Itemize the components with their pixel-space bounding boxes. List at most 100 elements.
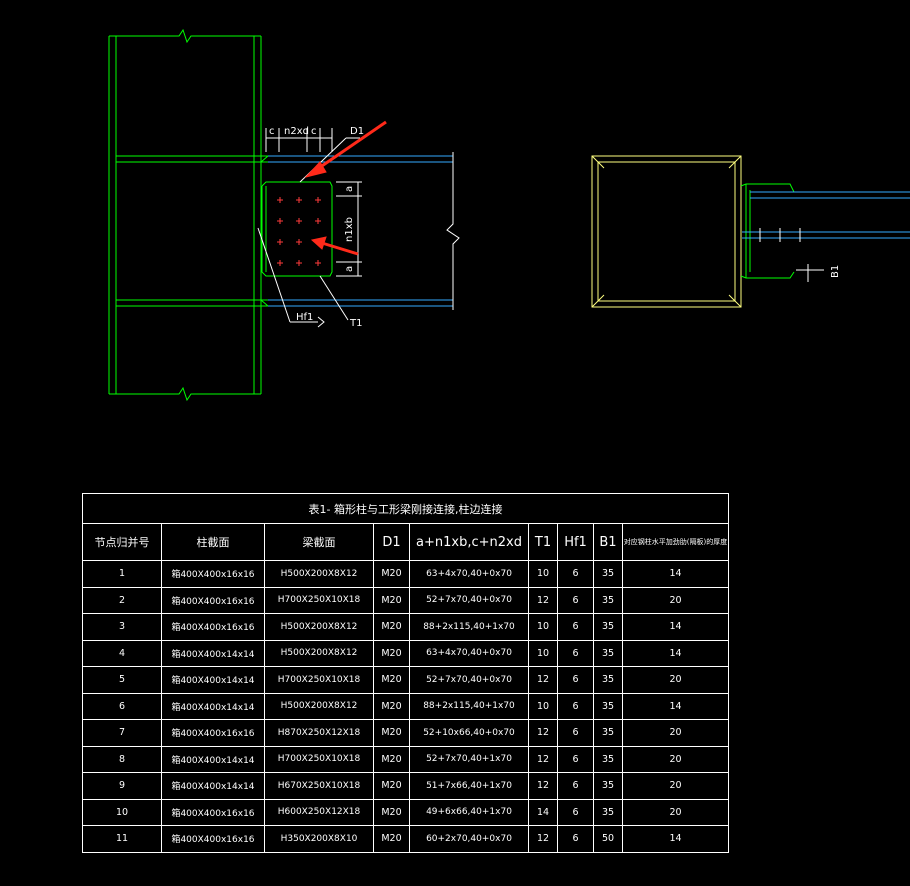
table-cell: M20 [373,586,410,614]
beam-section-side [740,183,910,282]
table-title: 表1- 箱形柱与工形梁刚接连接,柱边连接 [81,493,730,524]
label-n2xd: n2xd [284,126,309,137]
table-cell: 35 [593,772,623,800]
table-cell: 88+2x115,40+1x70 [409,613,529,641]
bolt-mark [277,260,283,266]
table-cell: 60+2x70,40+0x70 [409,825,529,853]
table-cell: H500X200X8X12 [264,639,374,667]
table-cell: 6 [557,719,594,747]
table-cell: 35 [593,560,623,588]
table-cell: 10 [528,560,558,588]
table-cell: 10 [528,613,558,641]
label-hf1: Hf1 [296,312,313,323]
header-bolt-layout: a+n1xb,c+n2xd [409,523,529,561]
bolt-mark [296,239,302,245]
table-cell: 52+7x70,40+0x70 [409,666,529,694]
table-cell: 35 [593,719,623,747]
bolt-group [277,197,321,266]
bolt-mark [296,260,302,266]
bolt-mark [315,218,321,224]
table-header-row: 节点归并号 柱截面 梁截面 D1 a+n1xb,c+n2xd T1 Hf1 B1… [82,523,730,561]
label-a-bottom: a [344,266,355,272]
table-cell: M20 [373,639,410,667]
table-cell: 35 [593,798,623,826]
table-cell: 1 [82,560,162,588]
table-cell: M20 [373,825,410,853]
table-cell: 10 [528,692,558,720]
table-cell: H350X200X8X10 [264,825,374,853]
table-cell: 6 [557,666,594,694]
label-d1: D1 [350,126,364,137]
table-cell: 7 [82,719,162,747]
table-cell: 6 [557,692,594,720]
table-cell: 20 [621,666,730,694]
table-cell: H500X200X8X12 [264,692,374,720]
table-cell: 箱400X400x16x16 [161,798,265,826]
header-d1: D1 [373,523,410,561]
drawing-labels: c n2xd c D1 a n1xb a Hf1 T1 B1 [269,126,841,329]
table-cell: M20 [373,719,410,747]
table-cell: 14 [621,692,730,720]
table-cell: 5 [82,666,162,694]
table-cell: M20 [373,560,410,588]
table-cell: H500X200X8X12 [264,560,374,588]
table-cell: 63+4x70,40+0x70 [409,560,529,588]
table-cell: M20 [373,692,410,720]
table-cell: 35 [593,666,623,694]
beam-break-line [260,152,460,310]
header-column-section: 柱截面 [161,523,265,561]
table-cell: 11 [82,825,162,853]
table-cell: M20 [373,613,410,641]
table-cell: 2 [82,586,162,614]
label-c-right: c [311,126,317,137]
table-title-row: 表1- 箱形柱与工形梁刚接连接,柱边连接 [81,493,730,524]
bolt-mark [296,197,302,203]
table-cell: 箱400X400x14x14 [161,639,265,667]
table-cell: 6 [557,613,594,641]
bolt-mark [315,260,321,266]
table-cell: 51+7x66,40+1x70 [409,772,529,800]
header-beam-section: 梁截面 [264,523,374,561]
table-cell: M20 [373,772,410,800]
label-b1: B1 [830,265,841,278]
table-cell: 20 [621,719,730,747]
table-cell: 20 [621,745,730,773]
table-cell: 14 [621,613,730,641]
label-t1: T1 [349,318,362,329]
table-cell: M20 [373,666,410,694]
table-cell: 6 [557,586,594,614]
bolt-mark [277,218,283,224]
table-cell: 35 [593,613,623,641]
table-cell: 52+7x70,40+0x70 [409,586,529,614]
table-cell: H600X250X12X18 [264,798,374,826]
header-node-number: 节点归并号 [82,523,162,561]
table-cell: 50 [593,825,623,853]
table-cell: 3 [82,613,162,641]
bolt-mark [277,239,283,245]
label-c-left: c [269,126,275,137]
table-cell: 10 [82,798,162,826]
table-cell: 52+7x70,40+1x70 [409,745,529,773]
table-cell: 20 [621,772,730,800]
box-column-elevation [108,28,268,402]
table-cell: 4 [82,639,162,667]
table-cell: 35 [593,639,623,667]
shear-plate [261,181,333,277]
table-cell: H700X250X10X18 [264,586,374,614]
table-cell: 10 [528,639,558,667]
table-cell: 箱400X400x14x14 [161,666,265,694]
bolt-mark [315,197,321,203]
connection-table: 表1- 箱形柱与工形梁刚接连接,柱边连接 节点归并号 柱截面 梁截面 D1 a+… [81,493,730,853]
table-cell: 箱400X400x16x16 [161,825,265,853]
label-n1xb: n1xb [344,217,355,242]
